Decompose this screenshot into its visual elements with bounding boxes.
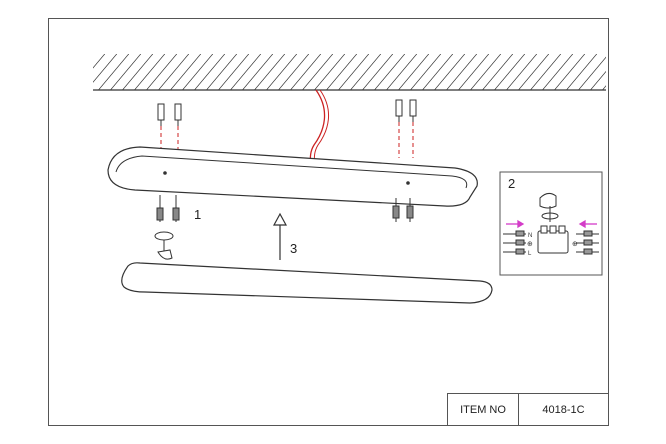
ceiling xyxy=(93,54,606,91)
push-up-arrow xyxy=(272,212,288,260)
step-1-label: 1 xyxy=(194,207,202,222)
label-neutral-left: N xyxy=(528,233,532,239)
step-3-label: 3 xyxy=(290,241,298,256)
screws-below-right xyxy=(392,198,414,222)
screws-below-left xyxy=(156,195,180,222)
wires-right xyxy=(576,230,599,255)
mounting-base xyxy=(107,146,478,207)
drill-guides-right xyxy=(398,122,414,158)
item-number-table: ITEM NO 4018-1C xyxy=(447,393,609,426)
drawing-frame xyxy=(48,18,609,426)
wiring-inset: N ⊕ L ⊕ xyxy=(499,171,603,276)
label-live-left: L xyxy=(528,251,532,257)
screwdriver-icon xyxy=(154,231,174,260)
item-no-value: 4018-1C xyxy=(518,393,609,426)
wires-left xyxy=(503,230,526,255)
insert-arrow-right xyxy=(578,219,597,229)
diffuser-cover xyxy=(121,262,493,304)
item-no-label: ITEM NO xyxy=(447,393,519,426)
wall-plugs-right xyxy=(395,99,417,122)
step-2-label: 2 xyxy=(508,176,516,191)
label-earth-left: ⊕ xyxy=(527,240,533,248)
insert-arrow-left xyxy=(506,219,525,229)
wall-plugs-left xyxy=(157,103,182,126)
hand-screwdriver-icon xyxy=(539,192,559,222)
label-earth-right: ⊕ xyxy=(572,240,578,248)
terminal-block xyxy=(537,225,569,254)
